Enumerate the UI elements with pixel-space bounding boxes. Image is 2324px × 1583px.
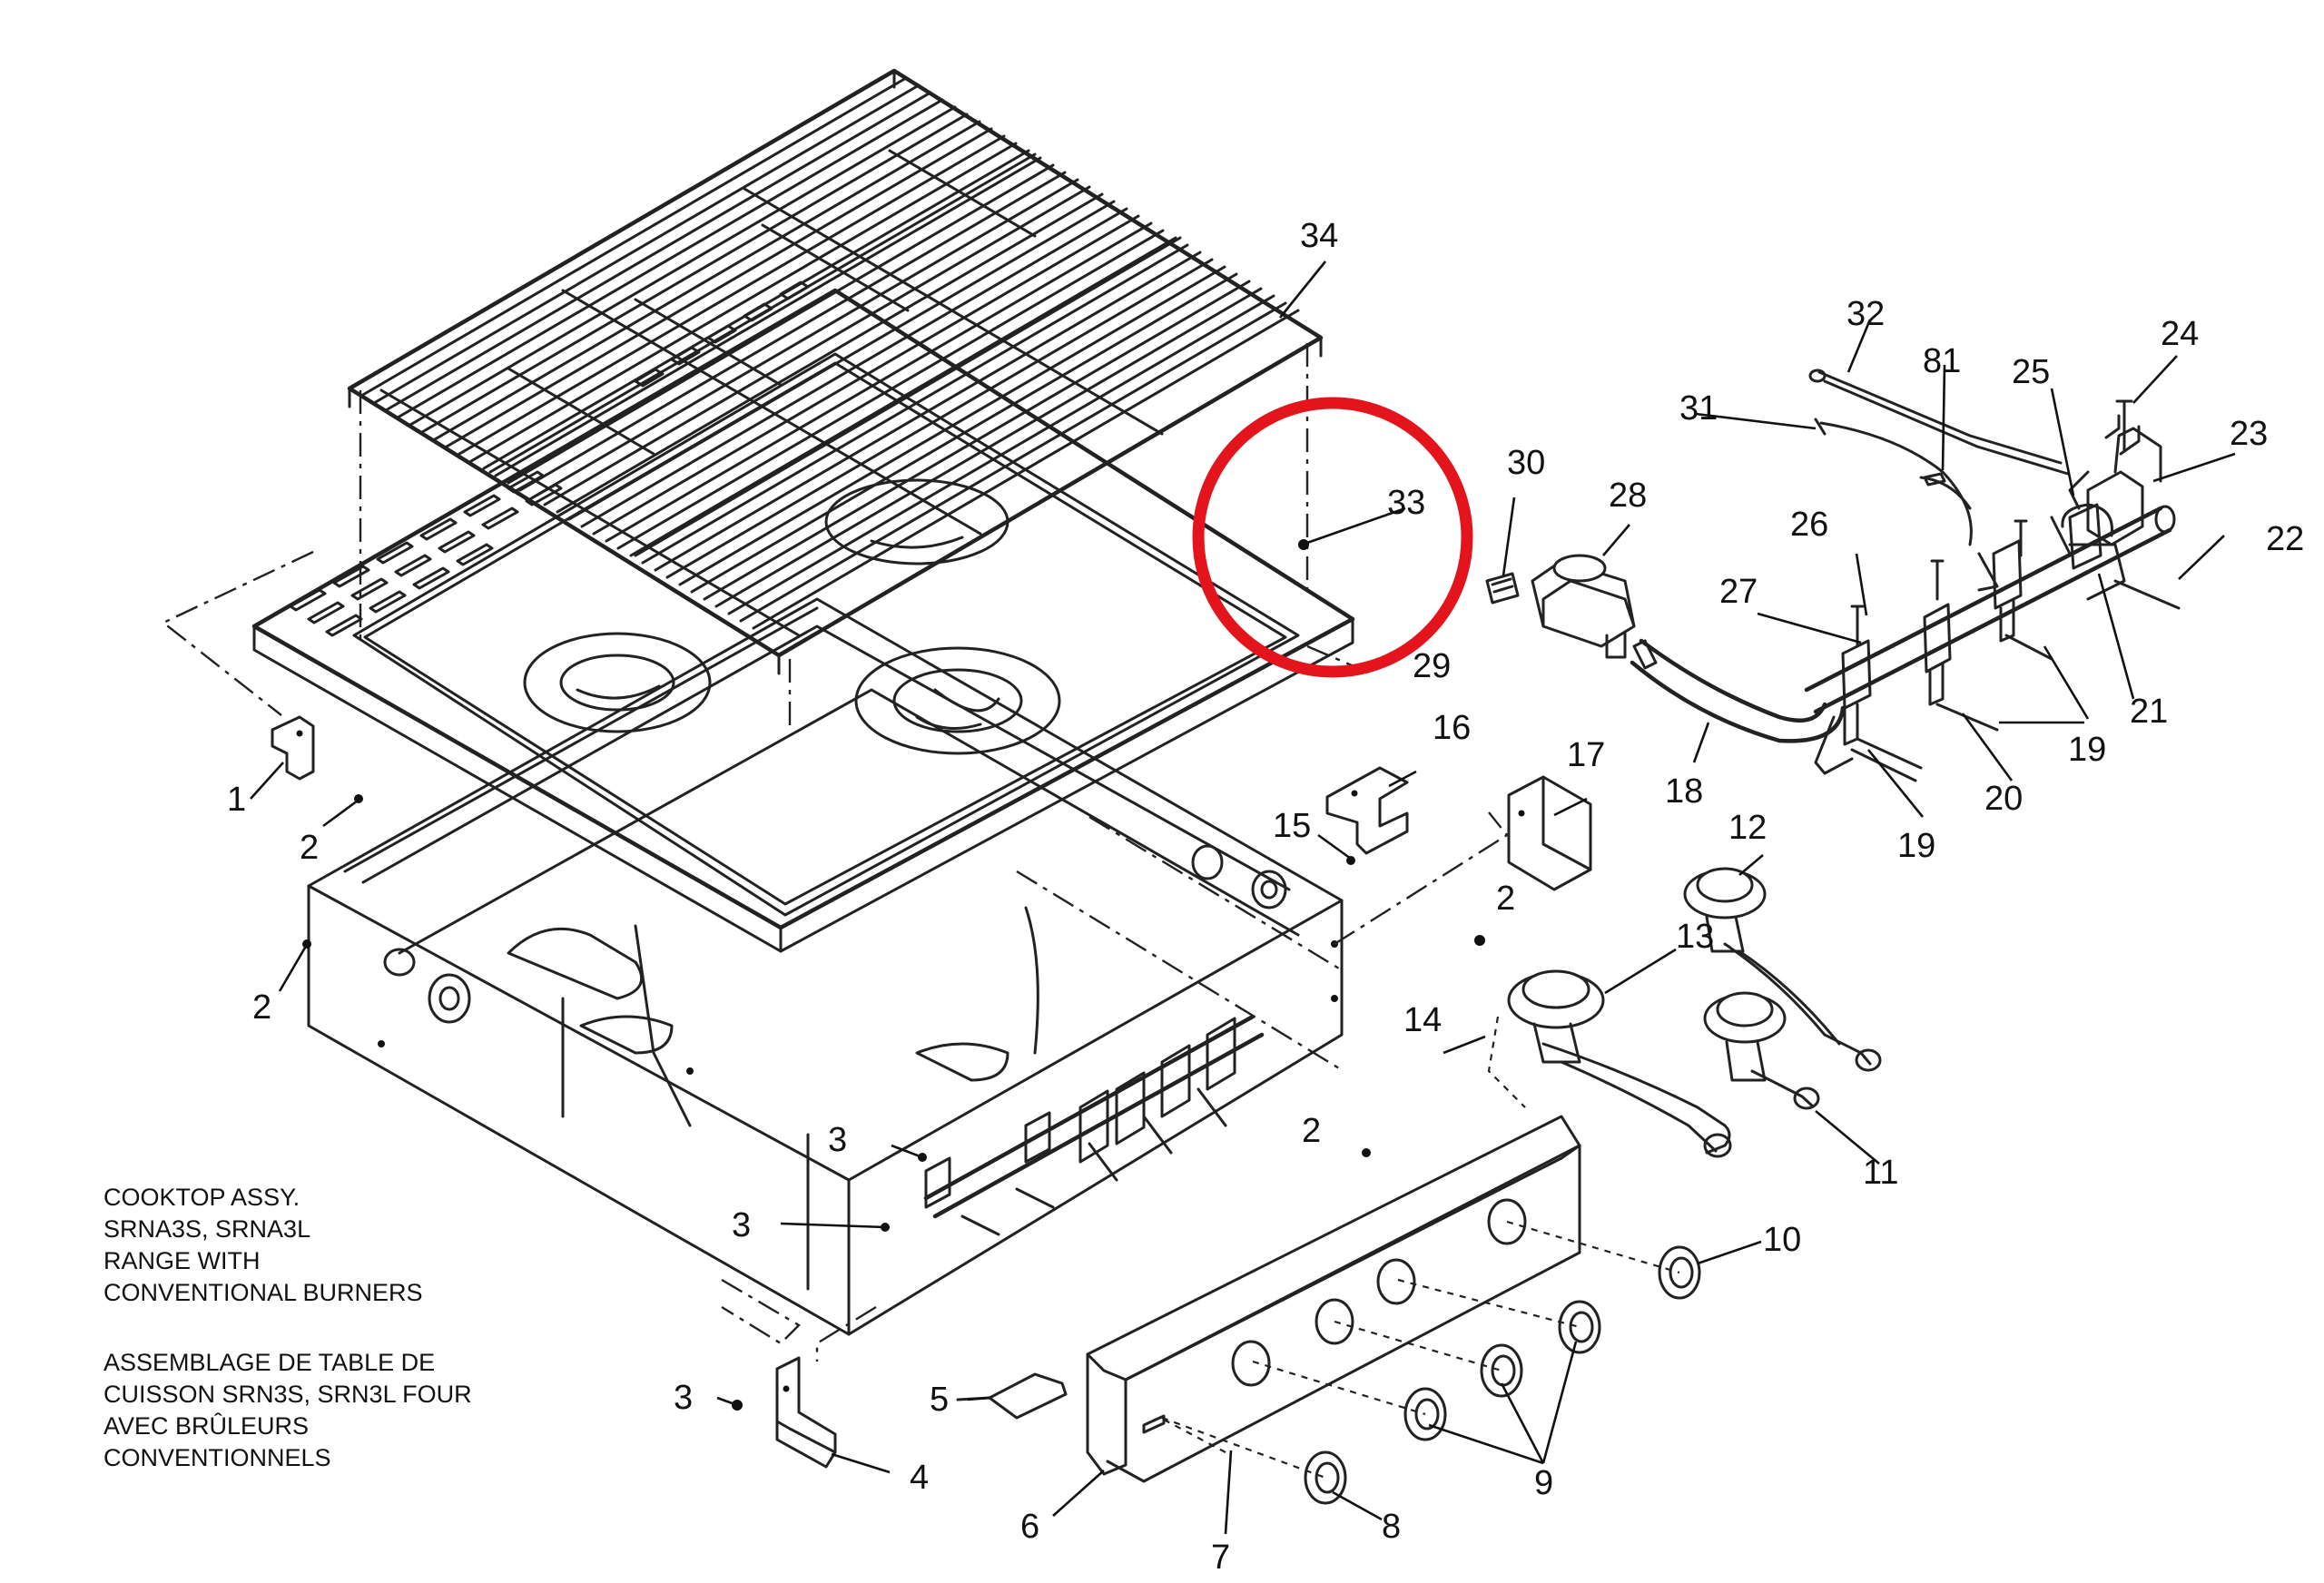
callout-numbers: 1 2 2 2 2 3 3 3 4 5 6 7 8 9 10 11 12 13 … [227, 217, 2304, 1577]
callout-25: 25 [2012, 353, 2050, 391]
cooktop-dash-left [161, 550, 314, 716]
callout-30: 30 [1507, 444, 1545, 482]
leader-lines [250, 261, 2236, 1535]
callout-19: 19 [1897, 827, 1935, 865]
callout-6: 6 [1020, 1508, 1039, 1546]
thermocouple-31-32 [1808, 369, 2070, 546]
callout-9: 9 [1534, 1464, 1553, 1502]
callout-13: 13 [1676, 918, 1714, 956]
callout-34: 34 [1300, 217, 1338, 255]
callout-3: 3 [674, 1379, 693, 1417]
knob-9c [1558, 1300, 1601, 1354]
bracket-17 [1507, 775, 1592, 891]
callout-31: 31 [1679, 389, 1718, 428]
callout-18: 18 [1665, 772, 1703, 811]
callout-3: 3 [828, 1121, 847, 1159]
burner-opening-left [523, 632, 712, 733]
chassis-dash-3 [721, 1278, 801, 1345]
callout-26: 26 [1790, 506, 1828, 544]
regulator-28 [1531, 554, 1636, 659]
callout-29: 29 [1413, 647, 1451, 685]
callout-4: 4 [910, 1459, 929, 1497]
callout-8: 8 [1382, 1508, 1401, 1546]
valve-bodies [1814, 503, 2181, 782]
callout-7: 7 [1211, 1539, 1230, 1577]
callout-22: 22 [2266, 520, 2304, 558]
control-panel [1086, 1115, 1581, 1483]
callout-10: 10 [1763, 1221, 1801, 1259]
callout-14: 14 [1403, 1001, 1442, 1039]
burner-11 [1703, 991, 1820, 1110]
burner-13 [1487, 969, 1732, 1158]
bracket-1 [271, 715, 315, 781]
callout-28: 28 [1609, 477, 1647, 515]
callout-2: 2 [252, 988, 271, 1027]
callout-20: 20 [1984, 780, 2023, 818]
caption-en-line-2: SRNA3S, SRNA3L [103, 1215, 310, 1243]
knob-9b [1480, 1343, 1523, 1398]
grate-assembly [347, 68, 1324, 675]
chassis-dash-front [815, 1305, 877, 1362]
control-knobs [1304, 1245, 1701, 1505]
callout-2: 2 [300, 829, 319, 867]
callout-32: 32 [1846, 295, 1885, 333]
chassis-dash-2 [1016, 870, 1344, 1073]
vent-slots [289, 470, 563, 637]
callout-81: 81 [1923, 342, 1961, 380]
callout-19: 19 [2068, 731, 2106, 769]
caption-fr-line-2: CUISSON SRN3S, SRN3L FOUR [103, 1381, 472, 1408]
brackets-23-25 [2068, 414, 2162, 546]
internal-valve-manifold [923, 1014, 1265, 1236]
manifold-pipe [1804, 505, 2176, 714]
burner-12 [1683, 867, 1882, 1072]
gas-tube-18 [1630, 638, 1846, 743]
callout-5: 5 [930, 1381, 949, 1419]
knob-8 [1304, 1450, 1347, 1505]
callout-1: 1 [227, 781, 246, 819]
cooktop-top-panel [251, 288, 1355, 953]
callout-3: 3 [732, 1206, 751, 1244]
chassis-dash-17 [1334, 811, 1509, 946]
callout-11: 11 [1863, 1154, 1898, 1192]
callout-21: 21 [2130, 693, 2168, 731]
callout-2: 2 [1496, 880, 1515, 918]
igniter-switch-5 [956, 1372, 1068, 1420]
bracket-4 [775, 1356, 837, 1469]
range-chassis [307, 597, 1344, 1336]
callout-17: 17 [1567, 736, 1605, 774]
burner-opening-right [854, 646, 1061, 755]
callout-2: 2 [1302, 1112, 1321, 1150]
caption-en-line-4: CONVENTIONAL BURNERS [103, 1279, 423, 1306]
callout-33: 33 [1387, 484, 1425, 522]
caption-fr-line-4: CONVENTIONNELS [103, 1444, 331, 1471]
callout-24: 24 [2161, 315, 2199, 353]
callout-16: 16 [1433, 709, 1471, 747]
screws-24-26 [1850, 399, 2133, 648]
caption-block: COOKTOP ASSY. SRNA3S, SRNA3L RANGE WITH … [103, 1184, 472, 1471]
callout-15: 15 [1273, 807, 1311, 845]
fitting-30 [1485, 572, 1520, 605]
highlight-circle-part-33 [1192, 397, 1473, 678]
spacer-7-axis [1163, 1419, 1226, 1453]
caption-fr-line-1: ASSEMBLAGE DE TABLE DE [103, 1349, 435, 1376]
caption-en-line-1: COOKTOP ASSY. [103, 1184, 300, 1211]
callout-23: 23 [2230, 415, 2268, 453]
spacer-7 [1142, 1414, 1166, 1434]
knob-axis-lines [1161, 1220, 1680, 1480]
burner-opening-rear [824, 478, 1009, 565]
caption-en-line-3: RANGE WITH [103, 1247, 261, 1274]
bracket-16 [1325, 766, 1409, 855]
chassis-dash-1 [1088, 815, 1344, 973]
callout-12: 12 [1728, 809, 1767, 847]
callout-27: 27 [1719, 573, 1758, 611]
caption-fr-line-3: AVEC BRÛLEURS [103, 1411, 309, 1440]
